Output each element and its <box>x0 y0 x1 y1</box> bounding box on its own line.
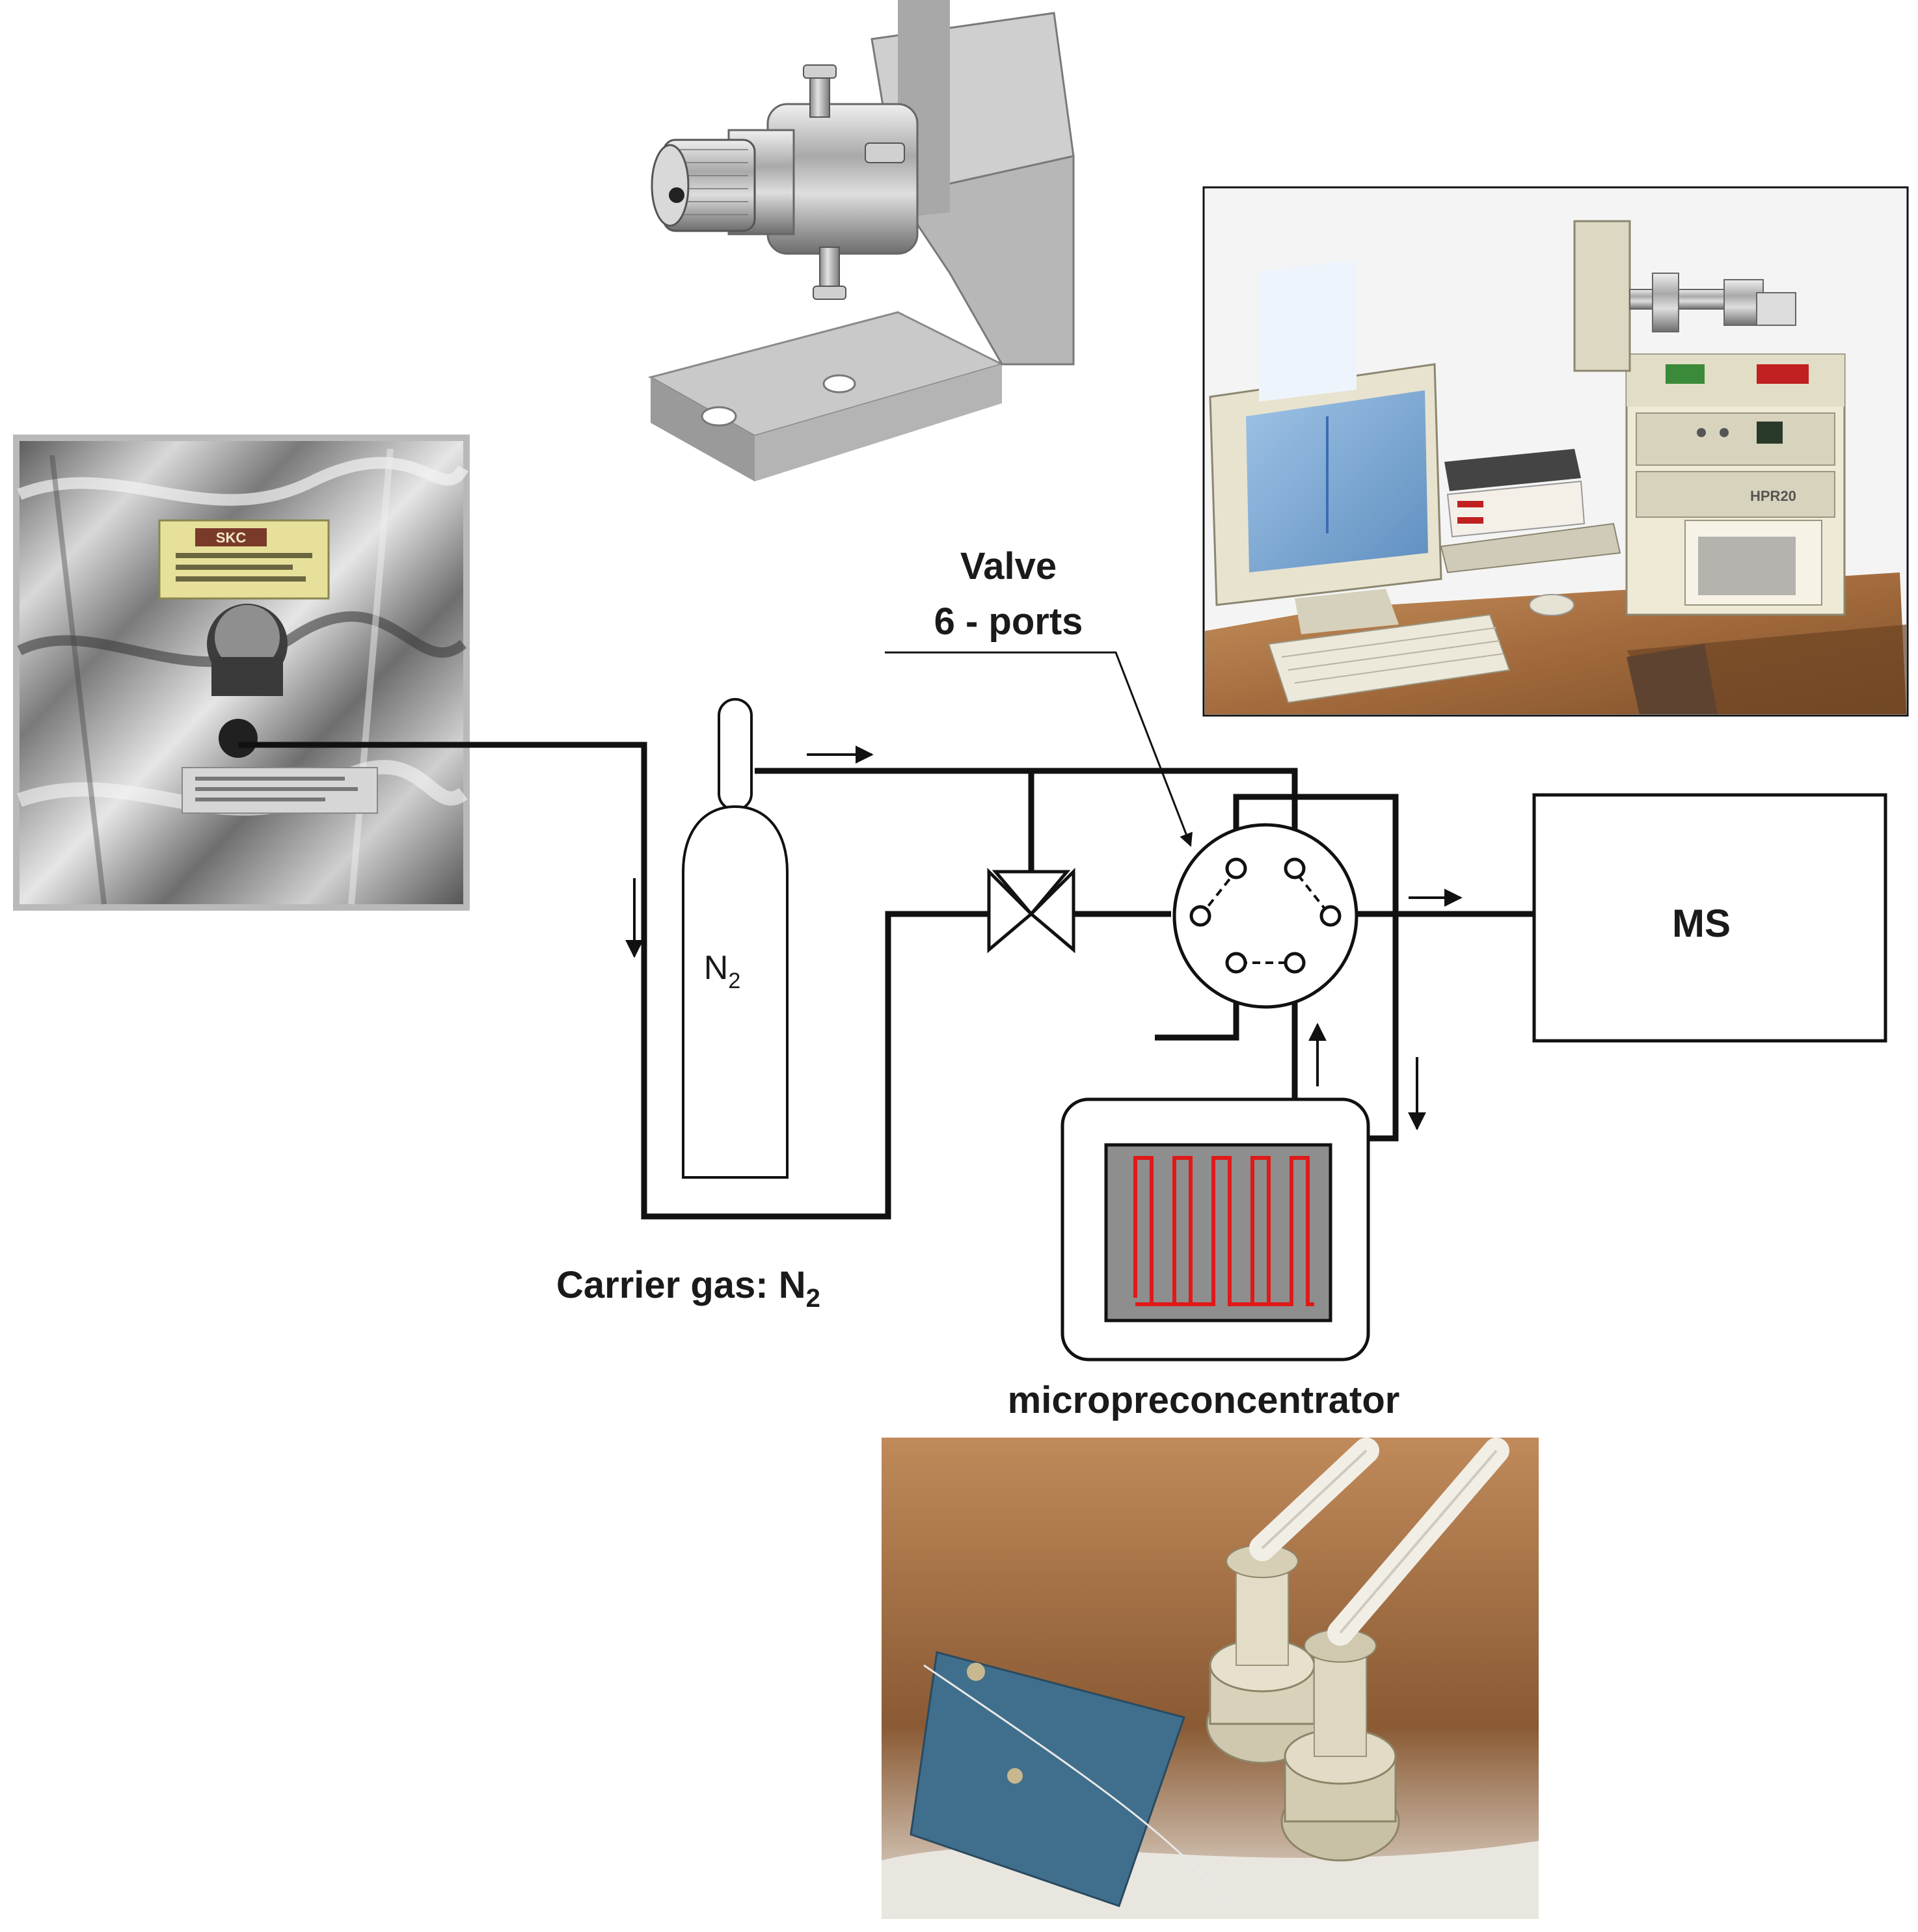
n2-cylinder: N2 <box>682 698 789 1179</box>
bag-valve-port <box>219 719 258 758</box>
ms-label: MS <box>1672 902 1731 945</box>
tedlar-bag-photo: SKC <box>13 435 470 911</box>
carrier-gas-label: Carrier gas: N2 <box>556 1264 820 1313</box>
bag-brand-text: SKC <box>216 530 247 546</box>
three-way-valve <box>987 867 1075 954</box>
ms-instrument-photo: HPR20 <box>1202 186 1909 717</box>
valve-title: Valve <box>960 545 1057 587</box>
port-2 <box>1284 857 1306 879</box>
port-4 <box>1319 905 1342 927</box>
ms-model-text: HPR20 <box>1750 488 1796 504</box>
n2-label: N2 <box>704 949 740 993</box>
micropreconcentrator-label: micropreconcentrator <box>1008 1379 1400 1421</box>
micropreconcentrator <box>1060 1097 1370 1362</box>
inlet-fitting-photo <box>648 0 1075 481</box>
mouse <box>1529 594 1574 616</box>
chip-body <box>1104 1143 1332 1322</box>
valve-subtitle: 6 - ports <box>934 600 1083 643</box>
port-3 <box>1189 905 1211 927</box>
chip-board <box>910 1651 1185 1907</box>
keyboard <box>1267 613 1511 704</box>
chip-photo <box>882 1438 1539 1919</box>
valve-pointer <box>885 651 1193 847</box>
port-6 <box>1284 952 1306 974</box>
six-port-valve <box>1172 823 1358 1009</box>
loop-line <box>1233 794 1399 1142</box>
sample-line <box>238 742 989 1220</box>
ms-box: MS <box>1532 793 1887 1043</box>
port-1 <box>1225 857 1247 879</box>
flow-arrows <box>625 745 1463 1131</box>
port-5 <box>1225 952 1247 974</box>
